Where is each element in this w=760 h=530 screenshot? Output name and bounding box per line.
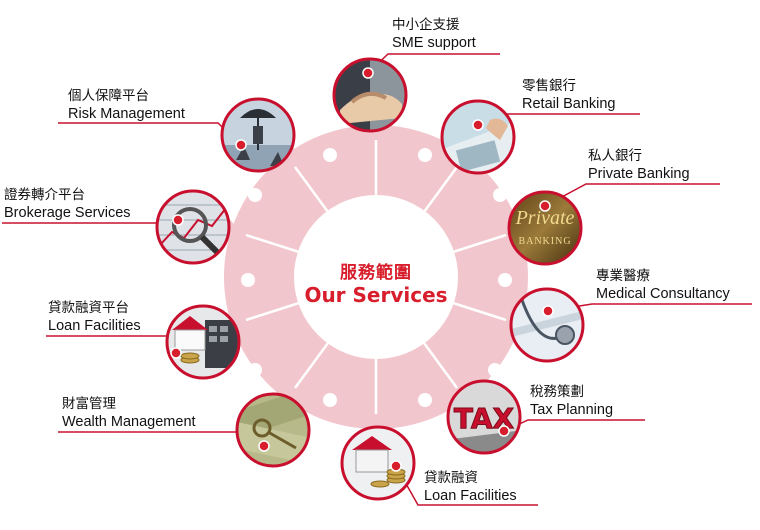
badge-word-text: BANKING: [518, 236, 571, 247]
badge-script-text: Private: [515, 207, 575, 229]
tax-photo: TAX: [446, 379, 522, 455]
house-coins-icon: [340, 425, 416, 501]
touchscreen-icon: [440, 99, 516, 175]
magnifier-chart-icon: [155, 189, 231, 265]
label-private-en: Private Banking: [588, 166, 690, 182]
label-brokerage-cn: 證券轉介平台: [4, 187, 85, 203]
label-medical[interactable]: 專業醫療 Medical Consultancy: [596, 267, 730, 303]
risk-photo: [220, 97, 296, 173]
retail-photo: [440, 99, 516, 175]
label-wealth-en: Wealth Management: [62, 414, 196, 430]
label-private[interactable]: 私人銀行 Private Banking: [588, 147, 690, 183]
loan2-photo: [340, 425, 416, 501]
label-brokerage-en: Brokerage Services: [4, 205, 131, 221]
loan1-photo: [165, 304, 241, 380]
private-photo: Private BANKING: [507, 190, 583, 266]
house-calculator-icon: [165, 304, 241, 380]
label-tax-cn: 稅務策劃: [530, 384, 584, 400]
money-key-icon: [235, 392, 311, 468]
label-sme-en: SME support: [392, 35, 476, 51]
label-wealth[interactable]: 財富管理 Wealth Management: [62, 395, 196, 431]
label-sme-cn: 中小企支援: [392, 17, 460, 33]
label-loan2[interactable]: 貸款融資 Loan Facilities: [424, 469, 517, 505]
label-tax[interactable]: 稅務策劃 Tax Planning: [530, 383, 613, 419]
label-loan2-en: Loan Facilities: [424, 488, 517, 504]
handshake-icon: [332, 57, 408, 133]
label-retail[interactable]: 零售銀行 Retail Banking: [522, 77, 616, 113]
label-medical-en: Medical Consultancy: [596, 286, 730, 302]
label-risk[interactable]: 個人保障平台 Risk Management: [68, 87, 185, 123]
label-retail-cn: 零售銀行: [522, 78, 576, 94]
wealth-photo: [235, 392, 311, 468]
label-sme[interactable]: 中小企支援 SME support: [392, 16, 476, 52]
private-banking-badge-icon: [507, 190, 583, 266]
label-loan2-cn: 貸款融資: [424, 470, 478, 486]
label-brokerage[interactable]: 證券轉介平台 Brokerage Services: [4, 186, 131, 222]
brokerage-photo: [155, 189, 231, 265]
label-risk-en: Risk Management: [68, 106, 185, 122]
medical-photo: [509, 287, 585, 363]
label-private-cn: 私人銀行: [588, 148, 642, 164]
label-loan1-cn: 貸款融資平台: [48, 300, 129, 316]
label-retail-en: Retail Banking: [522, 96, 616, 112]
label-tax-en: Tax Planning: [530, 402, 614, 418]
center-title-cn: 服務範圍: [340, 263, 412, 283]
label-loan1[interactable]: 貸款融資平台 Loan Facilities: [48, 299, 141, 335]
sme-photo: [332, 57, 408, 133]
label-loan1-en: Loan Facilities: [48, 318, 141, 334]
label-medical-cn: 專業醫療: [596, 268, 650, 284]
tax-letters-icon: [446, 379, 522, 455]
stethoscope-icon: [509, 287, 585, 363]
label-risk-cn: 個人保障平台: [68, 88, 149, 104]
center-title-en: Our Services: [304, 283, 448, 307]
label-wealth-cn: 財富管理: [62, 396, 116, 412]
umbrella-shark-icon: [220, 97, 296, 173]
